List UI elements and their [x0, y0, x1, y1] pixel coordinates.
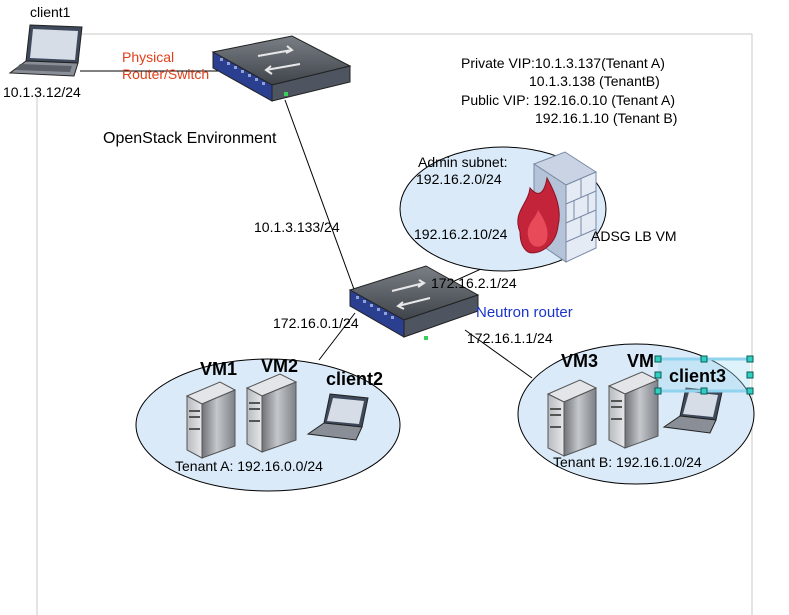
client1-laptop-icon[interactable] [8, 24, 83, 77]
router-ip-admin: 172.16.2.1/24 [431, 275, 517, 291]
vm1-server-icon[interactable] [185, 381, 237, 459]
vm1-label: VM1 [200, 359, 238, 379]
client2-label: client2 [326, 369, 384, 389]
vm2-label: VM2 [261, 356, 299, 376]
client3-laptop-icon[interactable] [662, 387, 723, 434]
selection-handles[interactable] [654, 355, 754, 395]
client1-name: client1 [30, 4, 71, 20]
vm4-label: VM [627, 351, 654, 371]
environment-border [36, 33, 753, 615]
lb-ip: 192.16.2.10/24 [414, 226, 508, 242]
environment-title: OpenStack Environment [103, 130, 277, 147]
tenant-b-subnet: Tenant B: 192.16.1.0/24 [553, 454, 702, 470]
vip-line-2: 10.1.3.138 (TenantB) [529, 73, 660, 89]
admin-subnet-label-2: 192.16.2.0/24 [416, 171, 502, 187]
vm3-server-icon[interactable] [546, 379, 598, 457]
lb-name: ADSG LB VM [591, 228, 677, 244]
vm4-server-icon[interactable] [607, 371, 660, 449]
physical-switch-label-1: Physical [122, 49, 175, 65]
neutron-router-icon[interactable] [348, 265, 480, 340]
vm3-label: VM3 [561, 351, 599, 371]
router-ip-tenant-b: 172.16.1.1/24 [467, 330, 553, 346]
switch-to-router-link [284, 99, 356, 293]
vip-line-1: Private VIP:10.1.3.137(Tenant A) [461, 55, 665, 71]
router-to-tenant-b-link [464, 329, 533, 379]
physical-switch-icon[interactable] [211, 35, 352, 102]
router-ip-tenant-a: 172.16.0.1/24 [273, 315, 359, 331]
router-to-tenant-a-link [318, 312, 356, 361]
client2-laptop-icon[interactable] [306, 393, 369, 441]
uplink-ip: 10.1.3.133/24 [254, 219, 340, 235]
client3-label: client3 [669, 366, 727, 386]
physical-switch-label-2: Router/Switch [122, 66, 210, 82]
admin-subnet-label-1: Admin subnet: [418, 154, 508, 170]
vm2-server-icon[interactable] [245, 373, 298, 453]
vip-line-3: Public VIP: 192.16.0.10 (Tenant A) [461, 92, 676, 108]
tenant-a-subnet: Tenant A: 192.16.0.0/24 [175, 458, 323, 474]
client1-ip: 10.1.3.12/24 [3, 84, 81, 100]
firewall-lb-icon[interactable] [517, 151, 598, 263]
vip-line-4: 192.16.1.10 (Tenant B) [535, 110, 678, 126]
neutron-router-name: Neutron router [476, 304, 573, 321]
